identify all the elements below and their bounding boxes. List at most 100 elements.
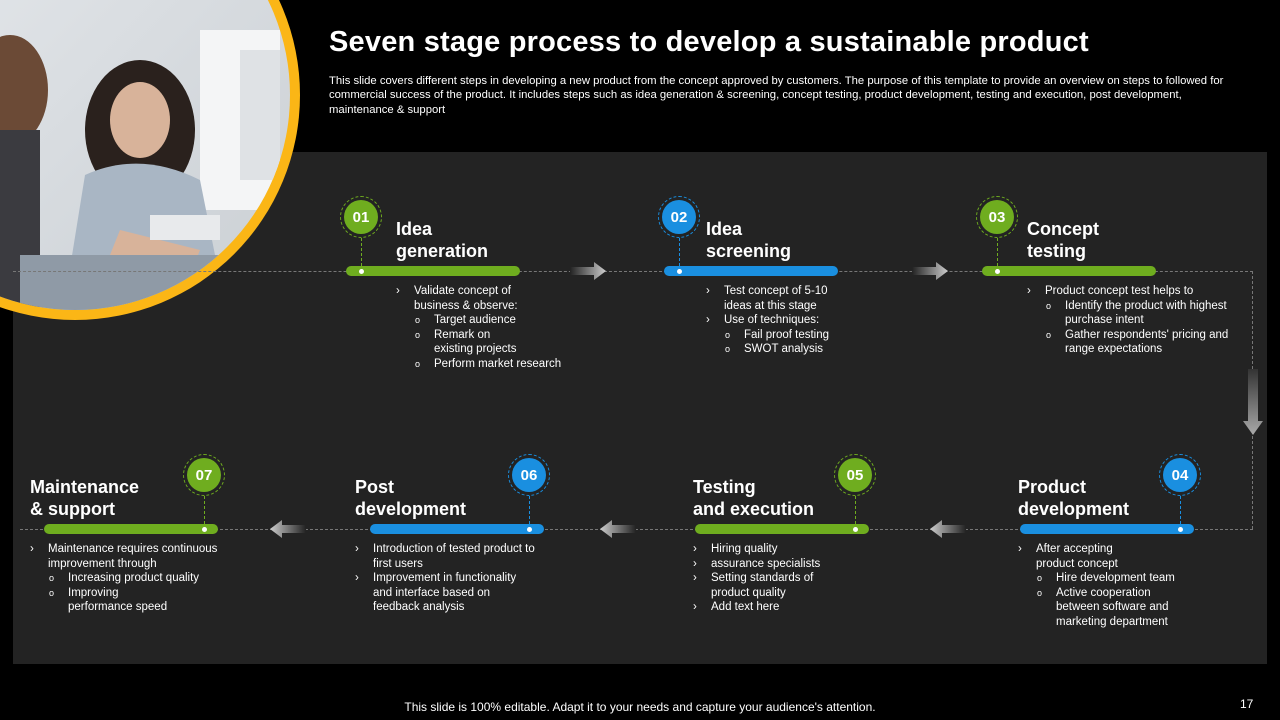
bullet-text: Identify the product with highest — [1065, 299, 1227, 312]
step-title: Maintenance& support — [30, 476, 139, 520]
bullet-text: Setting standards of — [711, 572, 814, 584]
circle-bullet-icon: o — [1046, 329, 1052, 340]
bullet-text: Target audience — [434, 314, 516, 326]
bullet-text: Test concept of 5-10 — [724, 285, 828, 297]
step-number-badge: 02 — [662, 200, 696, 234]
chevron-bullet-icon: › — [1018, 543, 1022, 555]
circle-bullet-icon: o — [1037, 573, 1043, 583]
circle-bullet-icon: o — [49, 573, 55, 583]
bullet-item: range expectations — [1027, 342, 1228, 357]
step-number-ring — [183, 454, 225, 496]
bullet-item: ›Test concept of 5-10 — [706, 284, 829, 299]
chevron-bullet-icon: › — [1027, 285, 1031, 297]
circle-bullet-icon: o — [415, 315, 421, 325]
step-bar-dot — [852, 526, 858, 532]
bullet-text: between software and — [1056, 601, 1169, 613]
top-connector-line — [13, 271, 1253, 272]
bullet-text: After accepting — [1036, 543, 1113, 555]
step-bar-dot — [1177, 526, 1183, 532]
bullet-item: ›assurance specialists — [693, 557, 820, 572]
bullet-item: purchase intent — [1027, 313, 1228, 328]
bullet-text: Maintenance requires continuous — [48, 543, 218, 555]
bullet-item: between software and — [1018, 600, 1175, 615]
bullet-item: feedback analysis — [355, 600, 535, 615]
circle-bullet-icon: o — [725, 344, 731, 354]
arrow-down-icon — [1243, 369, 1263, 435]
bullet-item: improvement through — [30, 557, 217, 572]
step-bar-dot — [358, 268, 364, 274]
step-title-line: screening — [706, 241, 792, 261]
step-title-line: generation — [396, 241, 489, 261]
bullet-text: Use of techniques: — [724, 314, 820, 326]
step-bullets: › Maintenance requires continuous improvem… — [30, 542, 217, 615]
step-bar-dot — [994, 268, 1000, 274]
bullet-item: › Add text here — [693, 600, 820, 615]
step-bar — [1020, 524, 1194, 534]
step-bar — [370, 524, 544, 534]
step-number-badge: 01 — [344, 200, 378, 234]
chevron-bullet-icon: › — [355, 572, 359, 584]
step-number-ring — [976, 196, 1018, 238]
bullet-text: and interface based on — [373, 586, 491, 599]
bullet-item: ›Use of techniques: — [706, 313, 829, 328]
bullet-text: Active cooperation — [1056, 586, 1151, 599]
step-title-line: Idea — [706, 219, 743, 239]
step-stem — [204, 496, 205, 524]
bullet-item: o SWOT analysis — [706, 342, 829, 357]
slide-title: Seven stage process to develop a sustain… — [329, 26, 1089, 58]
step-title-line: testing — [1027, 241, 1087, 261]
office-photo — [0, 0, 310, 330]
bullet-text: product concept — [1036, 557, 1118, 570]
bullet-text: business & observe: — [414, 299, 518, 312]
bullet-item: marketing department — [1018, 615, 1175, 630]
step-bar-dot — [201, 526, 207, 532]
arrow-left-icon — [600, 520, 636, 538]
bullet-text: range expectations — [1065, 343, 1163, 355]
step-number-badge: 03 — [980, 200, 1014, 234]
bullet-text: Product concept test helps to — [1045, 285, 1194, 297]
bullet-text: feedback analysis — [373, 601, 465, 613]
bullet-text: first users — [373, 557, 423, 570]
step-stem — [361, 238, 362, 266]
step-bar — [346, 266, 520, 276]
step-number-badge: 05 — [838, 458, 872, 492]
bullet-item: business & observe: — [396, 299, 561, 314]
bullet-text: Hiring quality — [711, 543, 778, 555]
step-stem — [997, 238, 998, 266]
bullet-item: o Increasing product quality — [30, 571, 217, 586]
circle-bullet-icon: o — [49, 587, 55, 598]
step-title-line: Testing — [693, 477, 756, 497]
bullet-text: ideas at this stage — [724, 299, 817, 312]
bullet-text: improvement through — [48, 557, 157, 570]
footer-note: This slide is 100% editable. Adapt it to… — [404, 700, 876, 714]
circle-bullet-icon: o — [1037, 587, 1043, 598]
bullet-text: Gather respondents' pricing and — [1065, 328, 1229, 341]
bullet-text: SWOT analysis — [744, 343, 824, 355]
bullet-text: assurance specialists — [711, 557, 821, 570]
page-number: 17 — [1240, 697, 1254, 711]
bullet-text: Improvement in functionality — [373, 572, 517, 584]
step-bar — [982, 266, 1156, 276]
step-title-line: Product — [1018, 477, 1087, 497]
bullet-text: Add text here — [711, 601, 780, 613]
step-bullets: ›Hiring quality›assurance specialists›Se… — [693, 542, 820, 615]
bottom-connector-line — [20, 529, 1253, 530]
bullet-text: Increasing product quality — [68, 572, 200, 584]
bullet-item: existing projects — [396, 342, 561, 357]
step-bar — [695, 524, 869, 534]
chevron-bullet-icon: › — [30, 543, 34, 555]
bullet-text: Fail proof testing — [744, 328, 830, 341]
step-bar-dot — [676, 268, 682, 274]
arrow-left-icon — [270, 520, 306, 538]
chevron-bullet-icon: › — [693, 601, 697, 613]
